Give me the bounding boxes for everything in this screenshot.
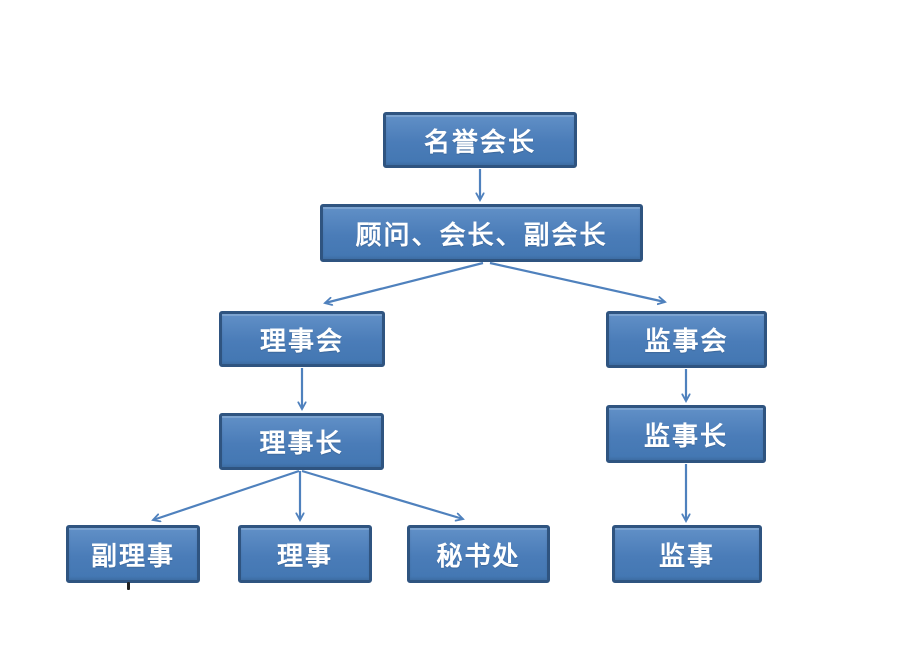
org-node-advisors-presidents: 顾问、会长、副会长: [320, 204, 643, 262]
org-node-honorary-president: 名誉会长: [383, 112, 577, 168]
org-node-supervisory-chairman: 监事长: [606, 405, 766, 463]
org-node-vice-director: 副理事: [66, 525, 200, 583]
connector-advisors-presidents-to-council: [325, 261, 484, 303]
org-node-supervisor: 监事: [612, 525, 762, 583]
org-node-label: 名誉会长: [423, 127, 536, 158]
org-node-director: 理事: [238, 525, 372, 583]
org-node-label: 监事: [658, 541, 715, 572]
org-node-council-chairman: 理事长: [219, 413, 384, 470]
org-node-label: 监事长: [643, 421, 728, 452]
stray-ink-mark: [127, 582, 130, 590]
org-node-label: 理事: [276, 541, 333, 572]
org-node-label: 副理事: [90, 541, 175, 572]
org-node-secretariat: 秘书处: [407, 525, 550, 583]
connector-advisors-presidents-to-supervisory-board: [489, 261, 665, 302]
org-node-supervisory-board: 监事会: [606, 311, 767, 368]
org-node-label: 理事会: [259, 326, 344, 357]
org-node-council: 理事会: [219, 311, 385, 367]
org-node-label: 秘书处: [436, 541, 521, 572]
connector-council-chairman-to-vice-director: [153, 469, 300, 520]
connector-council-chairman-to-secretariat: [301, 469, 463, 519]
org-node-label: 理事长: [259, 429, 344, 459]
org-node-label: 监事会: [644, 327, 729, 357]
org-node-label: 顾问、会长、副会长: [355, 220, 608, 251]
